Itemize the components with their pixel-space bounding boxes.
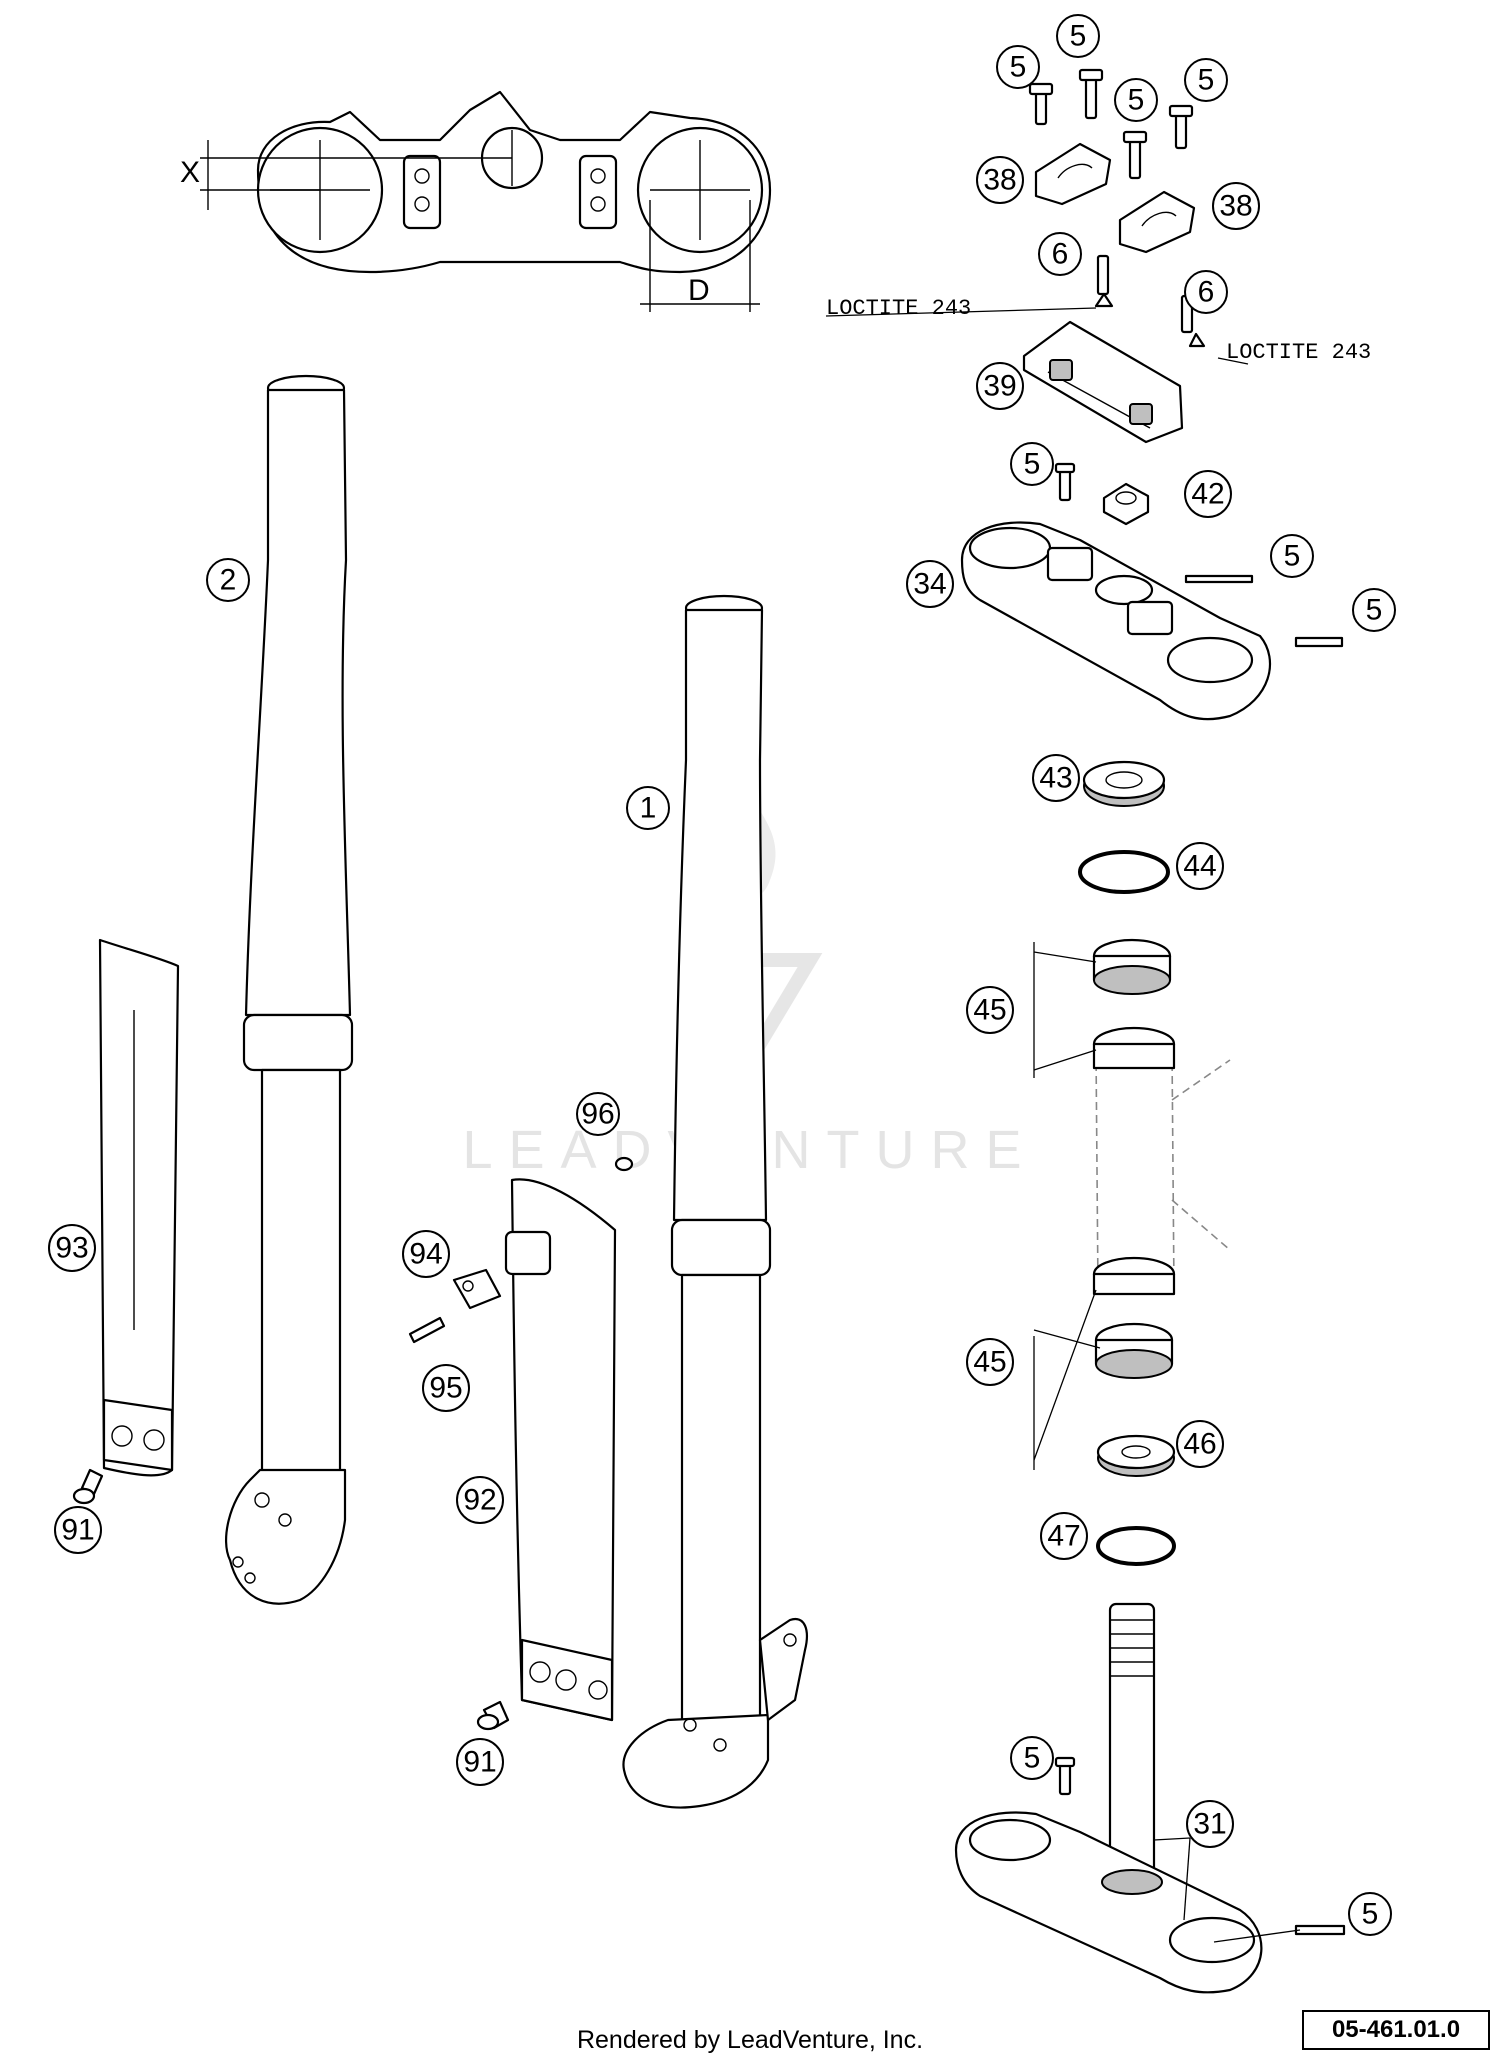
- callout-label: 38: [983, 164, 1016, 197]
- callout-label: 44: [1183, 850, 1216, 883]
- callout: 44: [1176, 842, 1224, 890]
- bearing-45-upper: [1092, 938, 1172, 995]
- callout-label: 5: [1366, 594, 1383, 627]
- callout: 5: [1114, 78, 1158, 122]
- callout: 45: [966, 1338, 1014, 1386]
- callout: 5: [1270, 534, 1314, 578]
- callout-label: 45: [973, 994, 1006, 1027]
- callout-label: 5: [1128, 84, 1145, 117]
- callout-label: 46: [1183, 1428, 1216, 1461]
- callout: 38: [1212, 182, 1260, 230]
- fork-guard-93: [72, 938, 180, 1505]
- callout-label: 34: [913, 568, 946, 601]
- callout: 5: [1010, 1736, 1054, 1780]
- callout-label: 92: [463, 1484, 496, 1517]
- callout: 39: [976, 362, 1024, 410]
- callout: 6: [1184, 270, 1228, 314]
- callout-label: 91: [463, 1746, 496, 1779]
- fork-guard-92: [504, 1178, 617, 1722]
- callout-label: 5: [1362, 1898, 1379, 1931]
- fork-leg-2: [225, 374, 354, 1605]
- callout-label: 5: [1070, 20, 1087, 53]
- callout: 92: [456, 1476, 504, 1524]
- seal-46: [1096, 1434, 1176, 1477]
- callout-label: 45: [973, 1346, 1006, 1379]
- render-credit: Rendered by LeadVenture, Inc.: [576, 2026, 924, 2054]
- callout: 5: [996, 45, 1040, 89]
- callout: 5: [1184, 58, 1228, 102]
- nut-96: [614, 1156, 634, 1172]
- callout-label: 5: [1010, 51, 1027, 84]
- callout: 91: [456, 1738, 504, 1786]
- callout: 34: [906, 560, 954, 608]
- callout-label: 5: [1024, 448, 1041, 481]
- callout-label: 6: [1198, 276, 1215, 309]
- callout: 93: [48, 1224, 96, 1272]
- callout-label: 38: [1219, 190, 1252, 223]
- callout-label: 5: [1198, 64, 1215, 97]
- callout-label: 93: [55, 1232, 88, 1265]
- o-ring-47: [1096, 1526, 1176, 1566]
- loctite-label-left: LOCTITE 243: [826, 296, 971, 321]
- upper-clamp-38-left: [1034, 142, 1112, 206]
- callout: 6: [1038, 232, 1082, 276]
- callout-label: 95: [429, 1372, 462, 1405]
- clamp-94: [452, 1268, 502, 1310]
- dimension-x-label: X: [180, 156, 200, 189]
- lower-triple-clamp-31: [954, 1602, 1346, 1994]
- handlebar-clamp-bolts: [1028, 68, 1194, 180]
- callout: 46: [1176, 1420, 1224, 1468]
- callout: 47: [1040, 1512, 1088, 1560]
- diagram-reference-code: 05-461.01.0: [1302, 2010, 1490, 2050]
- lower-clamp-39: [1022, 320, 1184, 444]
- callout: 91: [54, 1506, 102, 1554]
- callout-label: 2: [220, 564, 237, 597]
- callout: 2: [206, 558, 250, 602]
- bearing-45-lower: [1094, 1322, 1174, 1379]
- callout: 5: [1056, 14, 1100, 58]
- callout: 43: [1032, 754, 1080, 802]
- callout-label: 42: [1191, 478, 1224, 511]
- callout-label: 43: [1039, 762, 1072, 795]
- leader-lines: [1033, 942, 1301, 1943]
- callout-label: 31: [1193, 1808, 1226, 1841]
- steering-head-frame: [1092, 1026, 1231, 1296]
- callout: 94: [402, 1230, 450, 1278]
- callout-label: 39: [983, 370, 1016, 403]
- callout: 31: [1186, 1800, 1234, 1848]
- callout: 95: [422, 1364, 470, 1412]
- callout-label: 94: [409, 1238, 442, 1271]
- callout-label: 91: [61, 1514, 94, 1547]
- callout: 96: [576, 1092, 620, 1136]
- bolt-91-lower: [476, 1700, 510, 1731]
- callout: 45: [966, 986, 1014, 1034]
- fork-leg-1: [622, 594, 808, 1809]
- callout-label: 5: [1284, 540, 1301, 573]
- callout-label: 1: [640, 792, 657, 825]
- o-ring-44: [1078, 850, 1170, 894]
- callout-label: 47: [1047, 1520, 1080, 1553]
- upper-clamp-38-right: [1118, 190, 1196, 254]
- dust-seal-43: [1082, 760, 1166, 807]
- callout-label: 5: [1024, 1742, 1041, 1775]
- triple-clamp-top-view: X D: [180, 90, 772, 312]
- callout: 1: [626, 786, 670, 830]
- dimension-d-label: D: [688, 274, 710, 307]
- callout: 5: [1348, 1892, 1392, 1936]
- callout: 5: [1352, 588, 1396, 632]
- upper-triple-clamp-34: [960, 462, 1344, 721]
- bolt-95: [408, 1316, 446, 1344]
- callout: 5: [1010, 442, 1054, 486]
- loctite-label-right: LOCTITE 243: [1226, 340, 1371, 365]
- callout: 38: [976, 156, 1024, 204]
- callout-label: 6: [1052, 238, 1069, 271]
- callout-label: 96: [581, 1098, 614, 1131]
- callout: 42: [1184, 470, 1232, 518]
